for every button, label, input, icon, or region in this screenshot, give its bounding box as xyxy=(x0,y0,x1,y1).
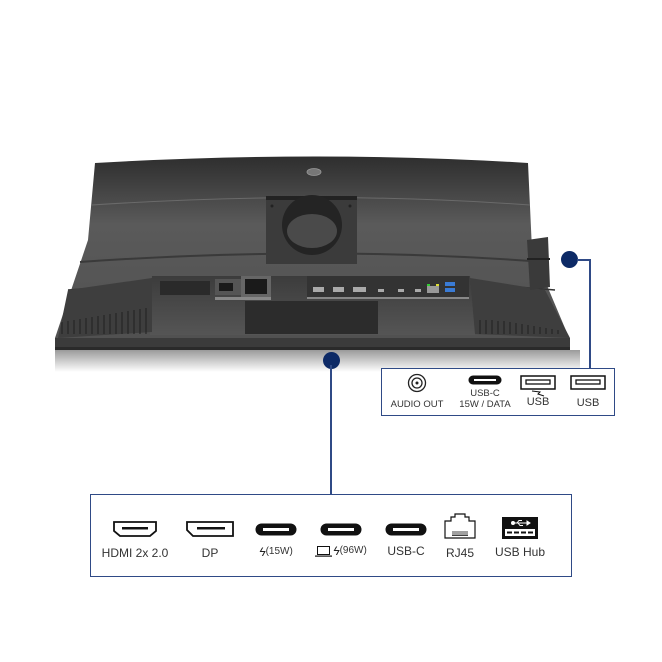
port-label: USB-C xyxy=(470,388,500,399)
usb-c-icon xyxy=(320,523,362,536)
usb-c-15w-port: ϟ (15W) xyxy=(249,523,303,559)
usb-a-port: USB xyxy=(568,375,608,409)
laptop-icon xyxy=(315,545,333,557)
audio-out-port: AUDIO OUT xyxy=(386,373,448,410)
usb-c-96w-port: ϟ (96W) xyxy=(309,523,373,558)
audio-out-icon xyxy=(407,373,427,393)
usb-c-icon xyxy=(468,375,502,385)
side-ports-panel: AUDIO OUT USB-C 15W / DATA USB USB xyxy=(381,368,615,416)
port-label: (96W) xyxy=(339,545,367,556)
port-label: HDMI 2x 2.0 xyxy=(101,546,169,560)
usb-c-icon xyxy=(255,523,297,536)
port-label: USB xyxy=(576,397,600,409)
rj45-port: RJ45 xyxy=(441,513,479,559)
usb-c-port: USB-C xyxy=(381,523,431,557)
port-label: USB xyxy=(526,396,550,408)
side-callout-line xyxy=(589,259,591,369)
lightning-icon: ϟ xyxy=(259,545,266,559)
usb-c-data-port: USB-C 15W / DATA xyxy=(452,375,518,410)
side-callout-marker xyxy=(561,251,578,268)
port-label-row: ϟ (15W) xyxy=(259,545,293,559)
hdmi-port: HDMI 2x 2.0 xyxy=(95,520,175,559)
port-label: AUDIO OUT xyxy=(390,399,444,410)
monitor-rear-image xyxy=(55,156,580,372)
usb-hub-icon xyxy=(502,517,538,539)
hdmi-icon xyxy=(113,521,157,537)
displayport-port: DP xyxy=(183,520,237,559)
port-label: DP xyxy=(201,546,219,560)
rj45-icon xyxy=(444,513,476,539)
port-label: (15W) xyxy=(265,546,293,557)
port-label-row: ϟ (96W) xyxy=(315,544,367,558)
lightning-icon: ϟ xyxy=(333,544,340,558)
rear-callout-marker xyxy=(323,352,340,369)
usb-a-charge-icon xyxy=(520,375,556,397)
port-label: RJ45 xyxy=(445,546,474,560)
port-label: USB Hub xyxy=(494,545,546,559)
port-label: 15W / DATA xyxy=(459,399,511,410)
port-label: USB-C xyxy=(387,544,425,558)
side-callout-line xyxy=(577,259,590,261)
usb-hub-port: USB Hub xyxy=(489,516,551,558)
displayport-icon xyxy=(186,521,234,537)
usb-a-icon xyxy=(570,375,606,390)
rear-callout-line xyxy=(330,365,332,495)
rear-ports-panel: HDMI 2x 2.0 DP ϟ (15W) xyxy=(90,494,572,577)
usb-c-icon xyxy=(385,523,427,536)
usb-a-charge-port: USB xyxy=(518,375,558,408)
